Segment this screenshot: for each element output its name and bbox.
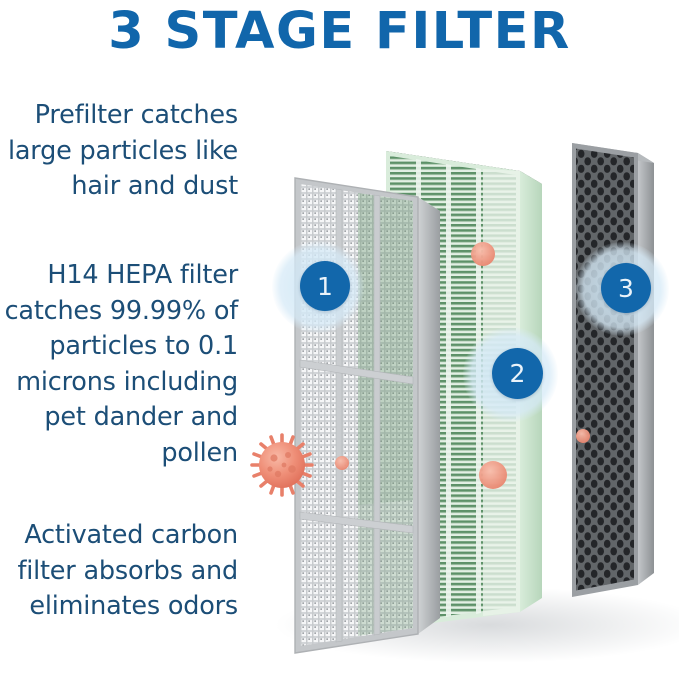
description-carbon: Activated carbon filter absorbs and elim…: [17, 520, 238, 621]
description-prefilter: Prefilter catches large particles like h…: [7, 100, 238, 201]
filter-stack-illustration: [240, 120, 679, 681]
stage-badge-2[interactable]: 2: [492, 348, 543, 399]
stage-badge-3[interactable]: 3: [601, 263, 651, 313]
particle-virus-large: [250, 433, 314, 497]
description-hepa: H14 HEPA filter catches 99.99% of partic…: [4, 260, 239, 468]
page-title: 3 STAGE FILTER: [108, 2, 571, 61]
particle-dots: [335, 242, 590, 489]
carbon-filter-layer: [572, 143, 654, 597]
stage-badge-1[interactable]: 1: [300, 261, 350, 311]
